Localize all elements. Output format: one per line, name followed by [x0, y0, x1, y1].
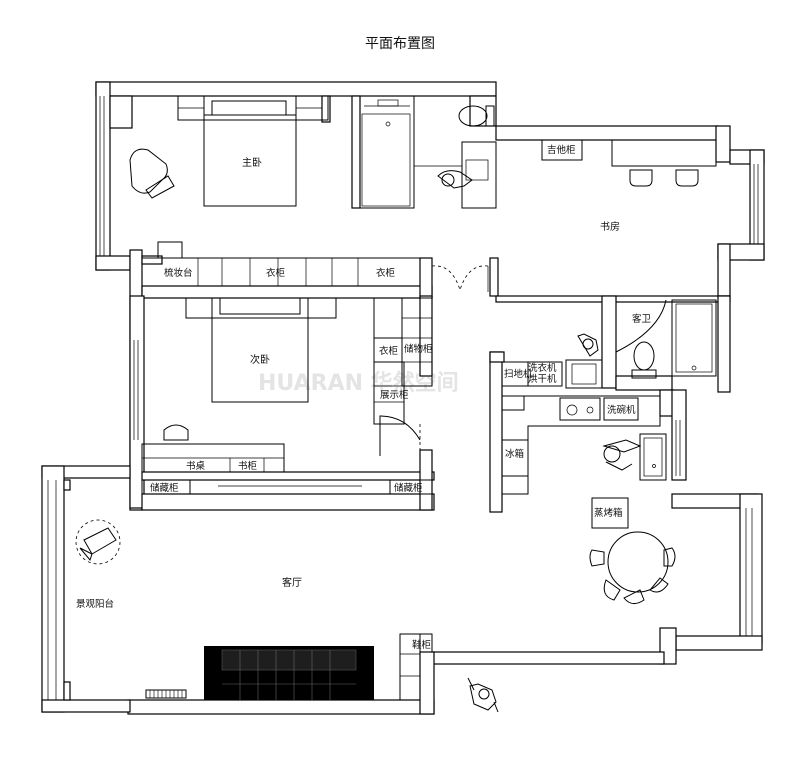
guest-bath-label: 客卫: [632, 313, 652, 325]
cook-person-icon: [602, 439, 642, 471]
lounge-chair-icon: [75, 519, 121, 565]
shoe-cabinet-label: 鞋柜: [412, 639, 432, 651]
living-room-label: 客厅: [282, 576, 302, 589]
fridge-label: 冰箱: [505, 448, 524, 460]
living-room: 客厅 景观阳台 鞋柜: [75, 519, 433, 701]
bookcase-label: 书柜: [238, 460, 258, 472]
wardrobe-row: 梳妆台 衣柜 衣柜: [141, 241, 421, 287]
dishwasher-label: 洗碗机: [607, 404, 636, 416]
study: 吉他柜 书房: [431, 139, 717, 292]
wardrobe-label-1: 衣柜: [266, 267, 286, 279]
walls: [41, 81, 765, 715]
second-bedroom: 次卧 衣柜 储物柜 展示柜 书桌 书柜 储藏柜 储藏柜: [141, 297, 433, 495]
study-label: 书房: [600, 220, 620, 233]
sweeper-label: 扫地机: [504, 368, 533, 380]
storage-right-label: 储藏柜: [394, 482, 423, 494]
dresser-label: 梳妆台: [164, 267, 193, 279]
sofa-icon: [204, 646, 374, 700]
master-bedroom: 主卧: [129, 95, 329, 207]
wardrobe-label-2: 衣柜: [376, 267, 396, 279]
kitchen: 扫地机 洗衣机 烘干机 洗碗机 冰箱 蒸烤箱: [501, 361, 667, 529]
desk-chair-icon: [163, 424, 189, 441]
second-bedroom-label: 次卧: [250, 353, 270, 366]
display-cabinet-label: 展示柜: [380, 389, 409, 401]
washer-label: 洗衣机: [528, 362, 557, 374]
guitar-cabinet-label: 吉他柜: [547, 144, 576, 156]
steam-oven-label: 蒸烤箱: [594, 507, 623, 519]
guest-bath: 客卫: [565, 296, 717, 389]
dryer-label: 烘干机: [528, 373, 557, 385]
person-icon: [437, 170, 473, 189]
armchair-icon: [129, 148, 175, 199]
walking-person-icon: [467, 677, 499, 713]
dining-table-icon: [589, 531, 676, 604]
wardrobe-label-3: 衣柜: [379, 345, 399, 357]
storage-left-label: 储藏柜: [150, 482, 179, 494]
cooktop-icon: [559, 397, 601, 421]
toilet-icon: [631, 341, 657, 379]
toilet-icon: [458, 105, 495, 127]
master-bedroom-label: 主卧: [242, 156, 262, 169]
chair-icon: [629, 169, 699, 187]
master-bath: [359, 95, 497, 209]
person-icon: [577, 333, 599, 357]
desk-label: 书桌: [186, 460, 206, 472]
storage-cabinet-label: 储物柜: [404, 343, 433, 355]
balcony-label: 景观阳台: [76, 598, 114, 610]
page-title: 平面布置图: [365, 36, 435, 52]
